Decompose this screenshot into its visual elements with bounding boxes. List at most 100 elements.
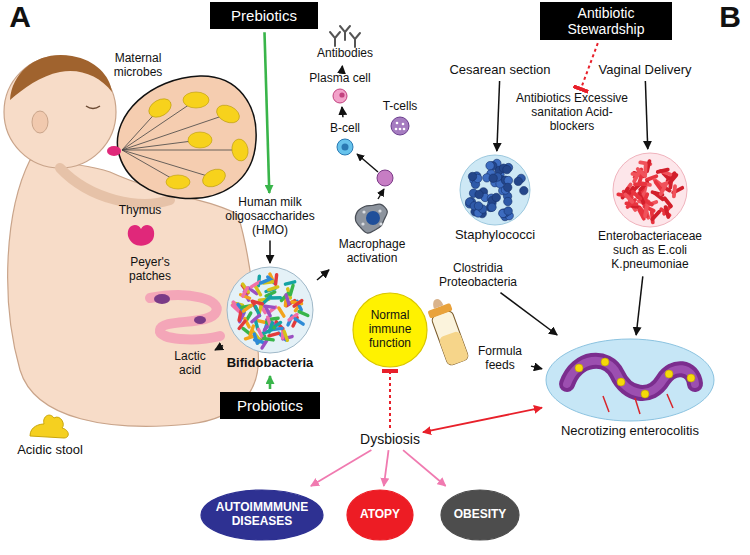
shape-holder <box>612 152 688 228</box>
node-text: T-cells <box>383 100 418 114</box>
disease-ellipse: ATOPY <box>346 489 414 541</box>
flow-arrow <box>269 240 271 263</box>
t-cell: T-cells <box>383 98 418 136</box>
b-cell: B-cell <box>330 120 360 156</box>
anatomy-label: Thymus <box>119 204 162 218</box>
shape-graphic <box>328 23 362 45</box>
disease-ellipse: AUTOIMMMUNE DISEASES <box>200 489 324 541</box>
node-text: Antibiotics Excessive sanitation Acid-bl… <box>513 92 631 133</box>
node-text: Bifidobacteria <box>227 356 314 371</box>
shape-holder <box>352 200 392 236</box>
bacterium <box>237 319 248 331</box>
macrophage-cell: Macrophage activation <box>332 200 412 268</box>
node-text: Vaginal Delivery <box>599 63 692 78</box>
bacterium <box>251 299 264 306</box>
coccus <box>504 183 512 191</box>
bacterium <box>263 305 272 318</box>
flow-arrow <box>342 107 343 117</box>
bacterium <box>288 283 295 296</box>
shape-holder <box>226 266 314 354</box>
node-text: AUTOIMMMUNE DISEASES <box>212 501 312 529</box>
bifidobacteria-circle: Bifidobacteria <box>226 266 314 373</box>
shape-graphic <box>545 338 715 422</box>
intervention-box: Prebiotics <box>210 2 318 29</box>
anatomy-label: Peyer's patches <box>122 256 178 284</box>
feeding-label: Formula feeds <box>472 345 528 373</box>
bacterium <box>276 306 286 319</box>
cell-granule <box>396 122 399 125</box>
bacterium <box>248 324 256 337</box>
blood-vessel <box>603 394 673 414</box>
node-text: Dysbiosis <box>360 431 420 447</box>
bacteria-circle <box>613 153 687 227</box>
node-text: Antibodies <box>317 47 373 61</box>
bacterium <box>297 309 310 317</box>
cell-granule <box>402 123 405 126</box>
milk-lobes <box>146 92 250 190</box>
gas-bubble <box>665 370 673 378</box>
precursor-cell <box>377 170 393 186</box>
bacterium <box>293 316 306 326</box>
flow-arrow <box>311 450 372 486</box>
infant-body <box>8 160 259 426</box>
node-text: Plasma cell <box>309 72 370 86</box>
shape-holder <box>390 116 410 136</box>
cell-body <box>333 89 347 103</box>
plasma-cell: Plasma cell <box>309 70 370 104</box>
shape-holder <box>545 338 715 422</box>
shape-graphic <box>336 138 354 156</box>
gas-bubble <box>687 374 695 382</box>
inhibition-line <box>581 43 598 89</box>
dysbiosis-label: Dysbiosis <box>360 431 420 447</box>
coccus <box>475 190 483 198</box>
shape-graphic <box>459 154 531 226</box>
node-text: Enterobacteriaceae such as E.coli K.pneu… <box>591 230 709 271</box>
intestine-loop <box>567 361 695 393</box>
maturation-arrow <box>378 189 384 199</box>
antibody-symbol <box>340 26 350 40</box>
shape-fill <box>353 293 427 367</box>
stool-icon <box>30 415 68 438</box>
shape-graphic <box>352 200 392 236</box>
anatomy-label: Acidic stool <box>17 443 83 458</box>
node-text: Normal immune function <box>359 309 421 350</box>
node-text: Human milk oligosaccharides (HMO) <box>222 196 318 237</box>
shape-holder <box>328 23 362 45</box>
intestine-loop <box>567 361 695 393</box>
bacterium <box>262 337 275 342</box>
infant-ear <box>32 111 48 133</box>
cell-body <box>337 139 353 155</box>
node-text: Cesarean section <box>449 63 550 78</box>
metabolite-label: Lactic acid <box>168 350 212 378</box>
shape-fill <box>441 490 519 540</box>
hmo-label: Human milk oligosaccharides (HMO) <box>222 196 318 237</box>
infant-hair <box>10 55 112 100</box>
bacterium <box>672 184 677 198</box>
bacterium <box>266 285 279 292</box>
gas-bubble <box>641 390 649 398</box>
flow-arrow <box>384 450 389 486</box>
bacterium <box>623 192 635 205</box>
bacterium <box>656 167 671 174</box>
coccus <box>486 161 494 169</box>
gas-bubble <box>617 378 625 386</box>
cell-granule <box>403 128 406 131</box>
risk-factor-list: Antibiotics Excessive sanitation Acid-bl… <box>513 92 631 133</box>
bacterium <box>633 182 647 186</box>
breast-figure <box>107 76 256 199</box>
bacterium <box>662 196 674 209</box>
coccus <box>468 172 476 180</box>
antibody-symbol <box>330 32 340 46</box>
panel-letter: A <box>9 0 31 35</box>
bacteria-circle <box>460 155 530 225</box>
intervention-box: Antibiotic Stewardship <box>540 2 672 40</box>
bacterium <box>240 285 249 298</box>
antibody-symbol <box>350 33 360 47</box>
macrophage-granule <box>378 209 381 212</box>
antibody-icon: Antibodies <box>317 23 373 63</box>
infant-intestine <box>150 294 220 339</box>
delivery-label: Cesarean section <box>449 63 550 78</box>
intervention-box: Probiotics <box>220 392 320 419</box>
node-text: Necrotizing enterocolitis <box>561 424 699 439</box>
